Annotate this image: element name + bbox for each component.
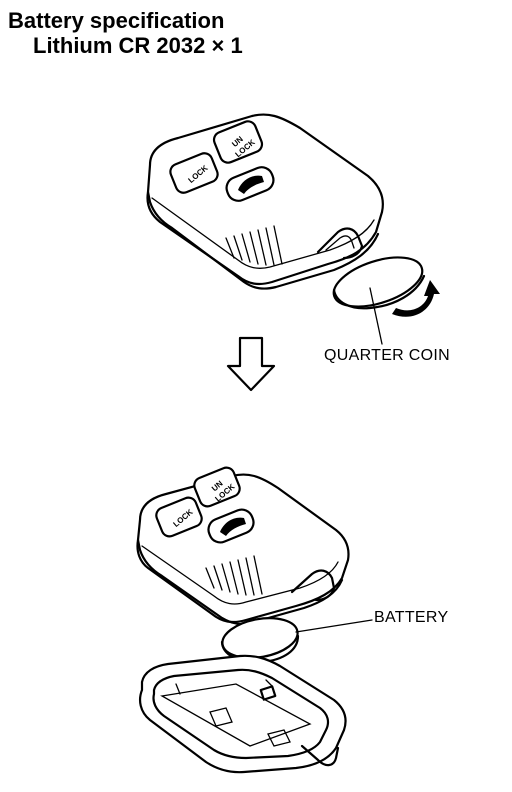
quarter-coin — [332, 256, 426, 345]
battery-contact — [259, 685, 277, 701]
key-fob-remote-top: LOCK UN LOCK — [146, 113, 384, 290]
coin-leader-line — [369, 287, 383, 345]
rotation-arrow-icon — [392, 280, 440, 317]
battery-label: BATTERY — [374, 609, 449, 626]
lock-button-top: LOCK — [169, 152, 219, 194]
battery-spec-title: Battery specification — [8, 8, 225, 33]
key-fob-remote-top-shell: LOCK UN LOCK — [136, 466, 350, 626]
clip-left — [209, 707, 233, 727]
unlock-button-lower: UN LOCK — [193, 466, 241, 508]
battery-type-spec: Lithium CR 2032 × 1 — [33, 33, 243, 58]
trunk-button-lower — [207, 508, 255, 544]
battery-spec-title-block: Battery specification Lithium CR 2032 × … — [8, 8, 243, 58]
unlock-button-top: UN LOCK — [212, 120, 264, 164]
clip-right — [267, 729, 291, 747]
battery-leader-line — [295, 619, 373, 633]
battery-cell — [220, 617, 373, 664]
lock-button-lower: LOCK — [155, 496, 203, 538]
quarter-coin-label: QUARTER COIN — [324, 347, 450, 364]
key-fob-bottom-case — [139, 654, 347, 774]
grip-ridges-lower — [205, 555, 263, 596]
trunk-button-top — [225, 166, 275, 202]
down-arrow-icon — [226, 336, 276, 392]
grip-ridges — [225, 225, 283, 266]
